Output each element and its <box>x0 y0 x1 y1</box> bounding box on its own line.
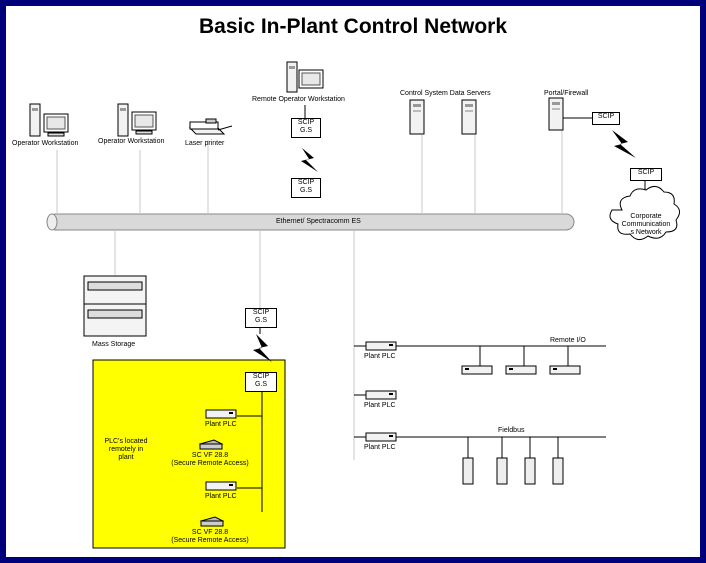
scvf-modem-1-icon <box>198 439 224 450</box>
ethernet-backbone <box>46 213 575 231</box>
scip-label: SCIP <box>297 119 315 126</box>
local-plc-2-label: Plant PLC <box>205 493 237 500</box>
wireless-link-icon <box>301 148 318 172</box>
plant-plc-2-icon <box>365 390 397 400</box>
scip-label: SCIP <box>297 179 315 186</box>
wireless-link-icon <box>253 334 272 362</box>
scvf-line: (Secure Remote Access) <box>171 460 249 467</box>
scip-label: SCIP <box>637 169 655 176</box>
plc-located-line: PLC's located <box>104 438 148 445</box>
plant-plc-1-icon <box>365 341 397 351</box>
remote-io-label: Remote I/O <box>550 337 586 344</box>
scip-box-remote-top: SCIP G.S <box>291 118 321 138</box>
scvf-line: (Secure Remote Access) <box>171 537 249 544</box>
scip-box-plant-top: SCIP G.S <box>245 308 277 328</box>
mass-storage-icon <box>83 275 147 337</box>
portal-firewall-icon <box>548 97 564 131</box>
scvf-modem-2-icon <box>199 516 225 527</box>
scvf-1-label: SC VF 28.8 (Secure Remote Access) <box>158 452 262 468</box>
mass-storage-label: Mass Storage <box>92 341 136 348</box>
backbone-drops <box>56 130 563 460</box>
local-plc-1-label: Plant PLC <box>205 421 237 428</box>
scvf-line: SC VF 28.8 <box>191 529 229 536</box>
corporate-network-label: Corporate Communication s Network <box>614 213 678 237</box>
plc-located-line: remotely in <box>108 446 144 453</box>
diagram-title: Basic In-Plant Control Network <box>198 15 508 38</box>
wireless-link-icon <box>612 130 636 158</box>
operator-workstation-2-icon <box>117 103 157 137</box>
scip-label: SCIP <box>252 373 270 380</box>
plant-plc-3-label: Plant PLC <box>364 444 396 451</box>
plant-plc-1-label: Plant PLC <box>364 353 396 360</box>
remote-operator-workstation-label: Remote Operator Workstation <box>252 96 345 103</box>
plc-located-line: plant <box>118 454 134 461</box>
remote-operator-workstation-icon <box>286 61 324 93</box>
scvf-line: SC VF 28.8 <box>191 452 229 459</box>
data-servers-label: Control System Data Servers <box>400 90 491 97</box>
local-plc-2-icon <box>205 481 237 491</box>
remote-io-modules <box>461 346 581 375</box>
ethernet-label: Ethernet/ Spectracomm ES <box>276 218 361 225</box>
plant-plc-2-label: Plant PLC <box>364 402 396 409</box>
plant-plc-3-icon <box>365 432 397 442</box>
scip-box-remote-bottom: SCIP G.S <box>291 178 321 198</box>
fieldbus-label: Fieldbus <box>498 427 525 434</box>
laser-printer-icon <box>188 118 233 135</box>
fieldbus-devices <box>462 437 564 485</box>
corporate-network-line: s Network <box>630 229 662 236</box>
data-server-2-icon <box>461 99 477 135</box>
scip-box-portal: SCIP <box>592 112 620 125</box>
operator-workstation-1-icon <box>29 103 69 137</box>
scip-box-corporate: SCIP <box>630 168 662 181</box>
corporate-network-line: Communication <box>621 221 671 228</box>
scip-label: G.S <box>254 381 268 388</box>
laser-printer-label: Laser printer <box>185 140 225 147</box>
scvf-2-label: SC VF 28.8 (Secure Remote Access) <box>158 529 262 545</box>
scip-label: G.S <box>299 187 313 194</box>
scip-label: SCIP <box>597 113 615 120</box>
portal-firewall-label: Portal/Firewall <box>544 90 589 97</box>
local-plc-1-icon <box>205 409 237 419</box>
scip-label: G.S <box>299 127 313 134</box>
plc-located-label: PLC's located remotely in plant <box>97 438 155 462</box>
operator-workstation-2-label: Operator Workstation <box>98 138 165 145</box>
corporate-cloud-icon <box>609 186 680 240</box>
scip-label: SCIP <box>252 309 270 316</box>
corporate-network-line: Corporate <box>630 213 662 220</box>
operator-workstation-1-label: Operator Workstation <box>12 140 79 147</box>
scip-label: G.S <box>254 317 268 324</box>
scip-box-plant-bottom: SCIP G.S <box>245 372 277 392</box>
data-server-1-icon <box>409 99 425 135</box>
